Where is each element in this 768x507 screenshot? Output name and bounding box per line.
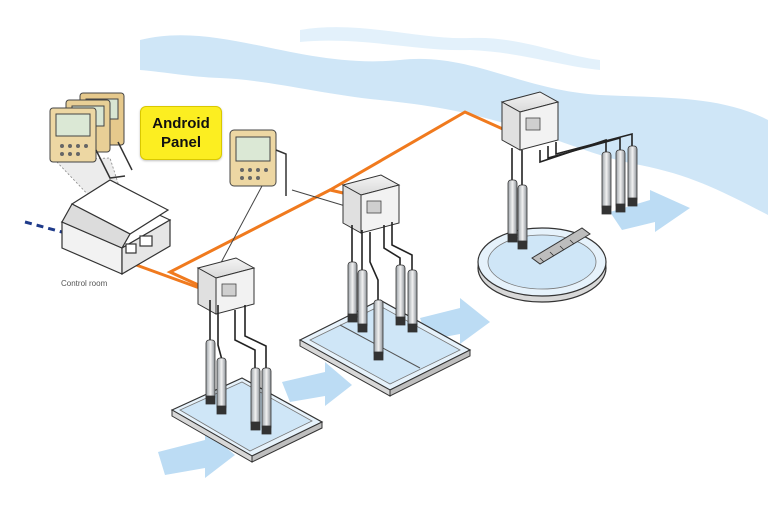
river xyxy=(140,35,768,215)
standalone-control-panel xyxy=(229,129,287,196)
probe xyxy=(373,299,384,361)
probe xyxy=(627,145,638,207)
flow-arrow xyxy=(610,190,690,232)
controller-1 xyxy=(196,257,256,315)
control-room-caption: Control room xyxy=(61,279,108,288)
probe xyxy=(250,367,261,431)
probe xyxy=(601,151,612,215)
probe xyxy=(615,149,626,213)
flow-arrow xyxy=(282,362,352,406)
probe xyxy=(216,357,227,415)
probe xyxy=(407,269,418,333)
cables xyxy=(127,110,506,292)
android-panel-label-line2: Panel xyxy=(160,134,202,151)
pointer-line xyxy=(215,185,263,273)
incoming-dashed-line xyxy=(24,220,63,234)
pointer-line xyxy=(291,189,353,209)
probe xyxy=(357,269,368,333)
android-panel-stack xyxy=(49,92,133,179)
probe xyxy=(347,261,358,323)
flow-arrow xyxy=(158,430,235,478)
cable xyxy=(127,260,206,292)
probe xyxy=(395,264,406,326)
probe xyxy=(205,339,216,405)
sensor-cables xyxy=(209,132,633,368)
probe xyxy=(517,184,528,250)
control-room-house xyxy=(60,179,172,276)
android-panel-label: Android Panel xyxy=(140,106,222,160)
river-highlight xyxy=(300,27,600,70)
probe xyxy=(507,179,518,243)
probes xyxy=(205,145,638,435)
controller-3 xyxy=(500,91,560,151)
circular-clarifier xyxy=(477,227,607,303)
android-panel-label-line1: Android xyxy=(152,115,210,132)
cable xyxy=(329,110,506,192)
cable xyxy=(166,188,353,290)
basin-2 xyxy=(298,299,472,397)
controller-2 xyxy=(341,174,401,234)
probe xyxy=(261,367,272,435)
